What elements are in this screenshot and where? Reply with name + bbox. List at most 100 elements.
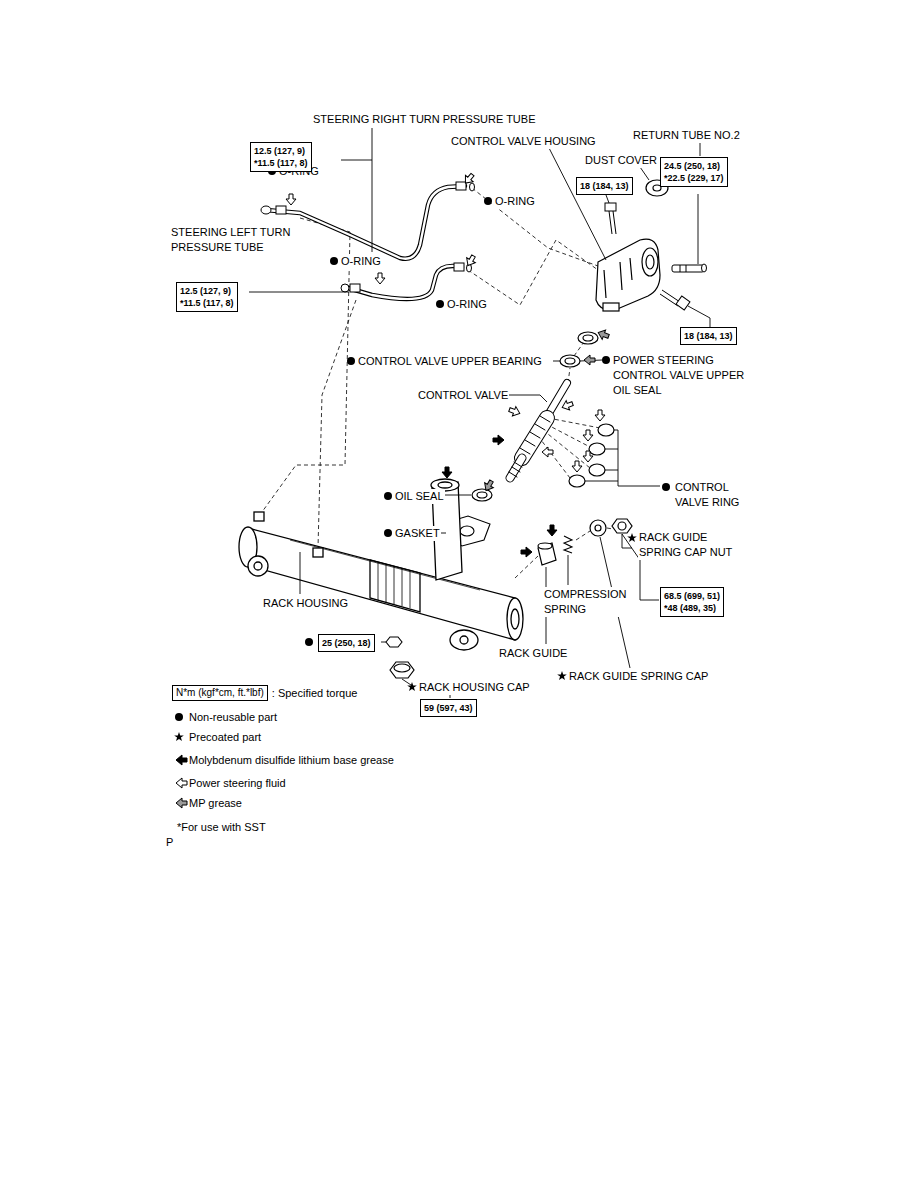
part-label: COMPRESSION SPRING xyxy=(543,587,635,617)
leader-line xyxy=(568,555,569,585)
rack-guide-spring-cap xyxy=(595,525,601,531)
ring-bracket xyxy=(585,430,660,486)
part-label: RACK HOUSING CAP xyxy=(418,680,531,695)
legend-torque-box: N*m (kgf*cm, ft.*lbf): Specified torque xyxy=(172,685,268,701)
tube-fitting xyxy=(454,263,464,271)
part-label: RACK GUIDE SPRING CAP xyxy=(568,669,709,684)
leader-line xyxy=(442,495,471,496)
leader-line xyxy=(341,160,372,161)
part-label: GASKET xyxy=(394,526,441,541)
assembly-dashed-lines xyxy=(515,556,538,578)
rack-guide-spring-cap-nut xyxy=(618,522,626,530)
tube-fitting xyxy=(341,284,349,292)
lubrication-arrow xyxy=(286,194,296,205)
leader-line xyxy=(381,642,386,643)
legend-text: MP grease xyxy=(188,796,243,811)
gasket xyxy=(460,526,474,536)
rack-housing-cap xyxy=(390,662,414,678)
precoated-star-mark xyxy=(407,682,417,691)
non-reusable-dot xyxy=(384,529,392,537)
part-label: DUST COVER xyxy=(584,153,658,168)
lubrication-arrow xyxy=(176,755,187,765)
rack-housing xyxy=(248,556,268,576)
assembly-dashed-lines xyxy=(574,342,584,356)
precoated-star-mark xyxy=(627,533,637,542)
torque-value: N*m (kgf*cm, ft.*lbf) xyxy=(176,687,264,699)
assembly-dashed-lines xyxy=(262,218,350,512)
compression-spring xyxy=(564,536,572,553)
torque-value: 12.5 (127, 9) xyxy=(180,285,234,297)
compression-spring xyxy=(564,536,572,553)
non-reusable-dot xyxy=(436,300,444,308)
lubrication-arrow xyxy=(597,328,611,341)
rack-housing xyxy=(511,609,519,629)
lubrication-arrow xyxy=(375,273,385,284)
rack-housing-cap xyxy=(394,664,410,672)
assembly-dashed-lines xyxy=(607,528,613,529)
rack-housing xyxy=(460,636,468,644)
torque-value: *22.5 (229, 17) xyxy=(664,172,724,184)
leader-line xyxy=(553,361,560,362)
rack-guide-spring-cap-nut xyxy=(612,519,632,533)
nut xyxy=(386,637,402,647)
leader-line xyxy=(700,141,701,156)
torque-box: 24.5 (250, 18)*22.5 (229, 17) xyxy=(660,157,728,187)
note-text: *For use with SST xyxy=(176,820,267,835)
control-valve-housing xyxy=(596,239,660,310)
assembly-dashed-lines xyxy=(548,418,600,428)
lubrication-arrow xyxy=(595,410,605,421)
torque-value: 12.5 (127, 9) xyxy=(254,145,308,157)
part-label: CONTROL VALVE UPPER BEARING xyxy=(357,354,543,369)
part-label: RACK GUIDE SPRING CAP NUT xyxy=(638,530,745,560)
torque-box: 59 (597, 43) xyxy=(420,699,477,717)
lubrication-arrow xyxy=(542,447,553,457)
control-valve xyxy=(510,458,522,478)
housing-bolt xyxy=(605,203,616,211)
pressure-tube xyxy=(348,266,462,299)
part-label: O-RING xyxy=(494,194,536,209)
lubrication-arrow xyxy=(547,525,557,536)
rack-guide-spring-cap xyxy=(590,520,606,536)
control-valve-housing xyxy=(596,239,660,311)
leader-line xyxy=(640,167,649,180)
lubrication-arrow xyxy=(521,547,532,557)
tube-fitting xyxy=(276,206,286,214)
leader-line xyxy=(249,128,710,698)
leader-line xyxy=(249,292,349,293)
upper-oil-seal xyxy=(578,332,598,344)
return-tube xyxy=(702,264,707,272)
control-valve-ring xyxy=(598,424,614,436)
torque-box: 12.5 (127, 9)*11.5 (117, 8) xyxy=(250,142,312,172)
precoated-star-mark xyxy=(174,533,637,741)
non-reusable-dot xyxy=(484,197,492,205)
rack-guide-spring-cap-nut xyxy=(612,519,632,533)
non-reusable-dot xyxy=(662,483,670,491)
upper-oil-seal xyxy=(578,332,598,344)
housing-bolt xyxy=(605,203,690,310)
part-label: RETURN TUBE NO.2 xyxy=(632,128,741,143)
precoated-star-mark xyxy=(557,671,567,680)
lubrication-arrow xyxy=(442,467,452,478)
part-label: STEERING LEFT TURN PRESSURE TUBE xyxy=(170,225,297,255)
assembly-dashed-lines xyxy=(472,188,598,266)
legend-text: Non-reusable part xyxy=(188,710,278,725)
part-label: RACK GUIDE xyxy=(498,646,568,661)
torque-box: 12.5 (127, 9)*11.5 (117, 8) xyxy=(176,282,238,312)
leader-line xyxy=(606,195,609,203)
legend-text: : Specified torque xyxy=(272,687,358,699)
part-label: OIL SEAL xyxy=(394,489,445,504)
upper-bearing xyxy=(560,355,580,367)
legend-text: Power steering fluid xyxy=(188,776,287,791)
torque-box: 25 (250, 18) xyxy=(318,634,375,652)
rack-guide-spring-cap xyxy=(590,520,606,536)
control-valve xyxy=(510,458,522,478)
torque-value: 18 (184, 13) xyxy=(580,180,629,192)
rack-housing xyxy=(254,562,262,570)
control-valve-housing xyxy=(603,303,619,311)
nut xyxy=(386,637,402,647)
control-valve xyxy=(509,383,567,478)
non-reusable-dot xyxy=(330,257,338,265)
precoated-star-mark xyxy=(174,732,184,741)
non-reusable-dot xyxy=(175,713,183,721)
